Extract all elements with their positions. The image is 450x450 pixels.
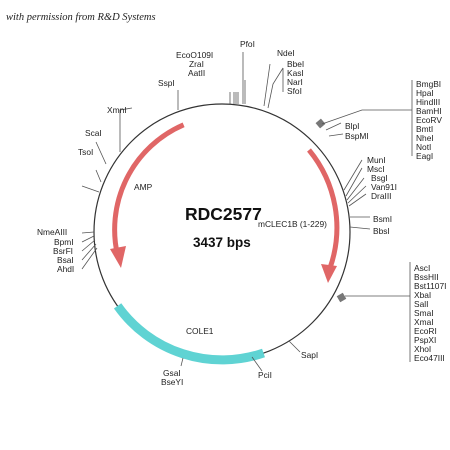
site-sapi: SapI <box>301 350 318 360</box>
site-gsai: GsaI <box>163 368 181 378</box>
insert-label: mCLEC1B (1-229) <box>258 219 327 229</box>
site-eagi: EagI <box>416 151 433 161</box>
site-bsai: BsaI <box>57 255 74 265</box>
site-ahdi: AhdI <box>57 264 74 274</box>
site-smai: SmaI <box>414 308 434 318</box>
site-xbai: XbaI <box>414 290 431 300</box>
site-sfoi: SfoI <box>287 86 302 96</box>
site-noti: NotI <box>416 142 431 152</box>
site-aatii: AatII <box>188 68 205 78</box>
site-bsshii: BssHII <box>414 272 439 282</box>
site-bspmi: BspMI <box>345 131 369 141</box>
site-nhei: NheI <box>416 133 434 143</box>
site-xmai: XmaI <box>414 317 434 327</box>
site-bbei: BbeI <box>287 59 304 69</box>
plasmid-name: RDC2577 <box>185 204 262 224</box>
insert-arrow-head <box>321 264 337 283</box>
site-ndei: NdeI <box>277 48 295 58</box>
site-asci: AscI <box>414 263 430 273</box>
site-nmeaiii: NmeAIII <box>37 227 67 237</box>
amp-arrow-body <box>112 122 185 258</box>
site-kasi: KasI <box>287 68 304 78</box>
site-bseyi: BseYI <box>161 377 183 387</box>
site-scai: ScaI <box>85 128 102 138</box>
site-eco47iii: Eco47III <box>414 353 445 363</box>
site-msci: MscI <box>367 164 385 174</box>
site-hpai: HpaI <box>416 88 434 98</box>
site-bst1107i: Bst1107I <box>414 281 446 291</box>
site-draiii: DraIII <box>371 191 391 201</box>
site-zrai: ZraI <box>189 59 204 69</box>
site-bamhi: BamHI <box>416 106 442 116</box>
plasmid-size: 3437 bps <box>193 235 251 250</box>
site-bmti: BmtI <box>416 124 433 134</box>
site-tsoi: TsoI <box>78 147 93 157</box>
site-blpi: BlpI <box>345 121 359 131</box>
site-xhoi: XhoI <box>414 344 431 354</box>
site-van91i: Van91I <box>371 182 397 192</box>
site-pspxi: PspXI <box>414 335 436 345</box>
site-nari: NarI <box>287 77 303 87</box>
site-ecorv: EcoRV <box>416 115 442 125</box>
site-xmni: XmnI <box>107 105 127 115</box>
site-bmgbi: BmgBI <box>416 79 441 89</box>
credit-text: with permission from R&D Systems <box>6 12 156 23</box>
site-bsgi: BsgI <box>371 173 388 183</box>
site-muni: MunI <box>367 155 386 165</box>
site-bbsi: BbsI <box>373 226 390 236</box>
site-sali: SalI <box>414 299 428 309</box>
amp-arrow-head <box>110 246 126 268</box>
site-hindiii: HindIII <box>416 97 440 107</box>
mcs1-marker <box>315 118 326 129</box>
insert-arrow-body <box>307 148 340 269</box>
mcs2-marker <box>336 292 347 303</box>
site-bsmi: BsmI <box>373 214 392 224</box>
cole1-label: COLE1 <box>186 326 214 336</box>
cole1-ori-arc <box>113 303 265 365</box>
site-ecori: EcoRI <box>414 326 437 336</box>
amp-label: AMP <box>134 182 153 192</box>
site-ecoo109i: EcoO109I <box>176 50 213 60</box>
site-pcii: PciI <box>258 370 272 380</box>
site-pfoi: PfoI <box>240 39 255 49</box>
site-bsrfi: BsrFI <box>53 246 73 256</box>
site-sspi: SspI <box>158 78 175 88</box>
site-bpmi: BpmI <box>54 237 74 247</box>
